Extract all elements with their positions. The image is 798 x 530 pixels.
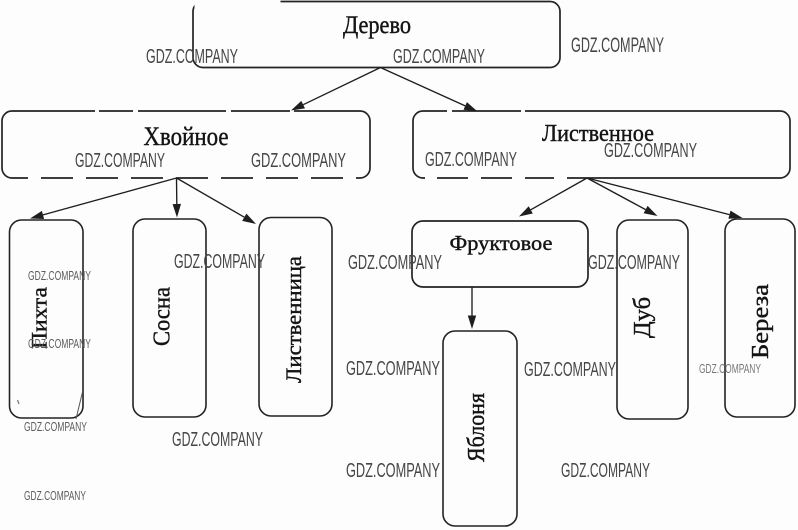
svg-text:Хвойное: Хвойное (144, 122, 229, 151)
svg-text:GDZ.COMPANY: GDZ.COMPANY (561, 460, 650, 482)
svg-text:Дуб: Дуб (630, 297, 656, 338)
svg-text:GDZ.COMPANY: GDZ.COMPANY (425, 149, 517, 171)
svg-text:Лиственница: Лиственница (281, 256, 306, 383)
svg-text:Яблоня: Яблоня (464, 393, 490, 462)
svg-text:GDZ.COMPANY: GDZ.COMPANY (172, 429, 263, 451)
svg-text:GDZ.COMPANY: GDZ.COMPANY (699, 361, 761, 376)
svg-text:GDZ.COMPANY: GDZ.COMPANY (346, 358, 440, 380)
svg-text:GDZ.COMPANY: GDZ.COMPANY (571, 34, 664, 57)
svg-text:GDZ.COMPANY: GDZ.COMPANY (24, 488, 86, 503)
svg-text:GDZ.COMPANY: GDZ.COMPANY (524, 359, 616, 381)
svg-text:GDZ.COMPANY: GDZ.COMPANY (75, 150, 165, 172)
svg-text:GDZ.COMPANY: GDZ.COMPANY (346, 460, 440, 482)
svg-text:GDZ.COMPANY: GDZ.COMPANY (28, 336, 91, 351)
svg-text:Пихта: Пихта (27, 287, 52, 349)
svg-text:GDZ.COMPANY: GDZ.COMPANY (174, 251, 265, 273)
svg-text:Береза: Береза (748, 284, 774, 359)
svg-text:Сосна: Сосна (150, 287, 176, 346)
svg-text:GDZ.COMPANY: GDZ.COMPANY (588, 252, 680, 274)
svg-text:GDZ.COMPANY: GDZ.COMPANY (146, 46, 238, 68)
svg-text:Дерево: Дерево (343, 12, 411, 39)
svg-text:GDZ.COMPANY: GDZ.COMPANY (28, 268, 91, 283)
svg-text:GDZ.COMPANY: GDZ.COMPANY (393, 46, 485, 68)
svg-text:Фруктовое: Фруктовое (450, 231, 553, 255)
svg-text:GDZ.COMPANY: GDZ.COMPANY (251, 150, 346, 172)
svg-text:GDZ.COMPANY: GDZ.COMPANY (348, 252, 442, 274)
svg-text:GDZ.COMPANY: GDZ.COMPANY (604, 140, 697, 162)
svg-text:Лиственное: Лиственное (542, 121, 654, 147)
svg-text:GDZ.COMPANY: GDZ.COMPANY (24, 419, 87, 434)
